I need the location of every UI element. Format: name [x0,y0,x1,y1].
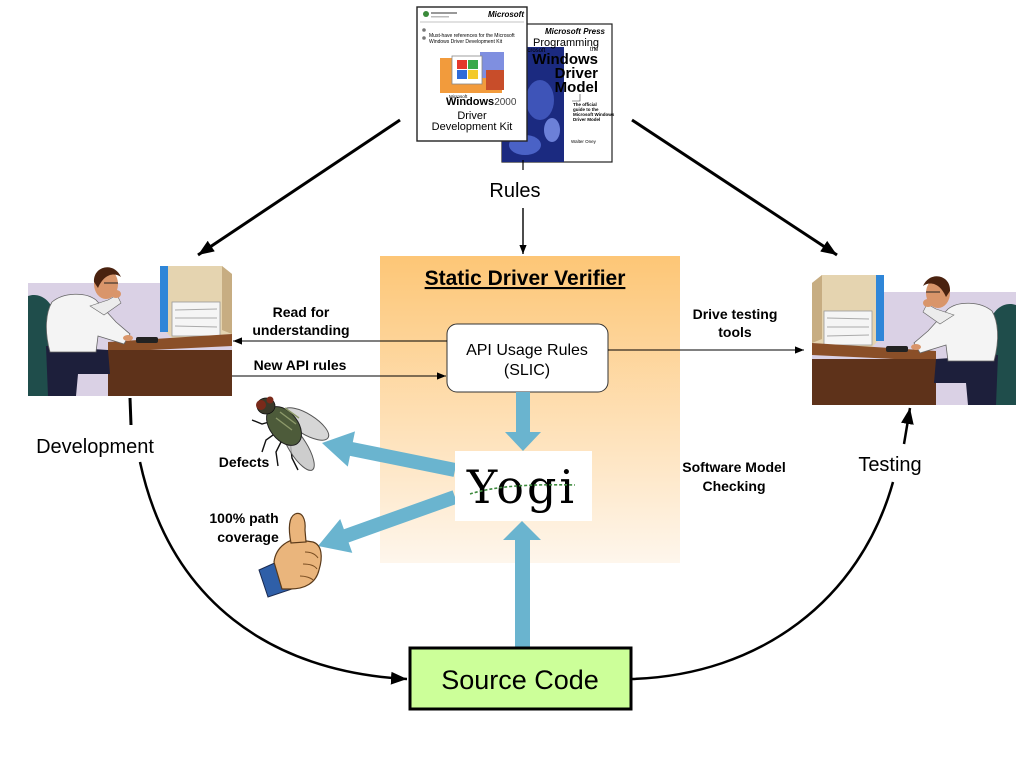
development-to-source-curve [138,461,408,685]
ddk-tagline-line1: Must-have references for the Microsoft [429,33,515,39]
wdm-title-line3: Driver [555,65,599,82]
ddk-book-cover: Microsoft Must-have references for the M… [416,6,528,142]
tester-figure [811,274,1017,406]
coverage-label-line1: 100% path [209,510,278,526]
series-emblem-icon [423,11,429,17]
rules-to-testing-arrow [631,118,838,257]
coverage-label-line2: coverage [217,529,279,545]
yogi-logo-swoosh [469,483,576,495]
rules-to-development-arrow [197,118,401,257]
yogi-to-defects-arrow [322,431,457,477]
yogi-logo-box [455,451,592,521]
api-box-line2: (SLIC) [504,362,550,379]
rules-label: Rules [489,180,540,202]
api-box-line1: API Usage Rules [466,342,588,359]
windows-logo-icon [440,52,504,93]
wdm-blurb-line1: The official [573,102,597,107]
ddk-tagline-line2: Windows Driver Development Kit [429,39,503,45]
testing-label: Testing [858,454,921,476]
technique-line2: Checking [702,478,765,494]
yogi-logo: Yogi [466,460,577,514]
ddk-product: Windows2000 [446,96,517,108]
rules-to-yogi-arrow [505,392,541,451]
drive-testing-label-line1: Drive testing [693,306,778,322]
ddk-title-line2: Development Kit [432,121,513,133]
new-api-rules-label: New API rules [254,357,347,373]
wdm-title-line2: Windows [532,51,598,68]
read-label-line2: understanding [252,322,349,338]
source-to-yogi-arrow [503,521,541,648]
defects-label: Defects [219,454,270,470]
technique-line1: Software Model [682,459,785,475]
yogi-to-coverage-arrow [318,490,458,553]
source-code-box [408,646,633,711]
development-connector [128,397,133,426]
development-label: Development [36,436,154,458]
developer-figure [28,266,232,396]
fly-icon [251,396,330,471]
wdm-author: Walter Oney [571,139,597,144]
wdm-title-the: the [590,47,599,53]
source-code-label: Source Code [441,665,599,695]
ddk-publisher: Microsoft [488,10,524,19]
testing-arrow [901,407,914,445]
wdm-blurb-line2: guide to the [573,107,599,112]
wdm-blurb-line3: Microsoft Windows [573,112,615,117]
thumbs-up-icon [258,512,322,598]
wdm-title-line4: Model [555,79,598,96]
wdm-title-brand: Microsoft [521,48,546,54]
ddk-title-line1: Driver [457,110,487,122]
read-label-line1: Read for [273,304,330,320]
source-to-testing-curve [631,481,895,681]
wdm-publisher: Microsoft Press [545,27,606,36]
wdm-title-line1: Programming [533,37,599,49]
wdm-blurb-line4: Driver Model [573,117,600,122]
drive-testing-label-line2: tools [718,324,752,340]
sdv-title: Static Driver Verifier [425,267,626,290]
ddk-brand: Microsoft [449,94,468,99]
